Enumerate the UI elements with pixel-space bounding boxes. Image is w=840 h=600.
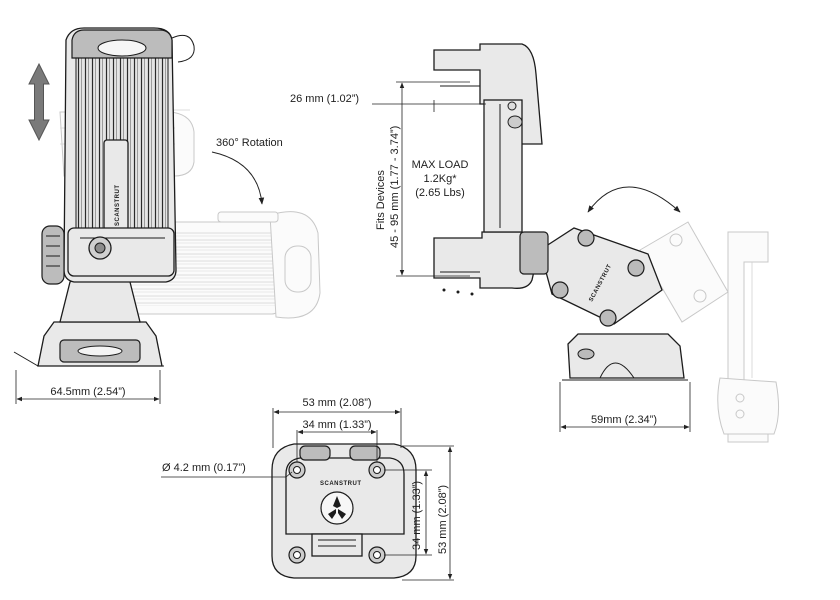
hole-diameter-label: Ø 4.2 mm (0.17”)	[162, 462, 246, 474]
width-dimension-left	[15, 370, 161, 404]
base-outer-width-dimension	[272, 408, 402, 448]
side-base	[562, 333, 688, 381]
base-brand-text: SCANSTRUT	[320, 481, 362, 487]
rotation-label: 360° Rotation	[216, 137, 283, 149]
max-load-line2: 1.2Kg*	[423, 173, 457, 185]
fits-devices-line2: 45 - 95 mm (1.77 - 3.74”)	[389, 126, 401, 248]
width-dimension-side	[559, 382, 691, 432]
ghost-tilted-holder	[639, 221, 780, 443]
hole-diameter-leader	[161, 471, 293, 478]
base-outer-height-label: 53 mm (2.08”)	[437, 485, 449, 554]
rotation-arrow-icon	[211, 151, 265, 205]
base-top-view: SCANSTRUT	[271, 443, 417, 579]
base-outer-height-dimension	[402, 445, 454, 581]
side-holder-clamp	[433, 43, 543, 296]
base-hole-width-dimension	[296, 429, 378, 462]
tilt-arc-arrow-icon	[587, 186, 681, 213]
max-load-line1: MAX LOAD	[412, 159, 469, 171]
base-hole-width-label: 34 mm (1.33”)	[302, 419, 371, 431]
base-outer-width-label: 53 mm (2.08”)	[302, 397, 371, 409]
width-label-side: 59mm (2.34”)	[591, 414, 657, 426]
up-down-arrow-icon	[28, 62, 50, 142]
fits-devices-dimension	[396, 81, 470, 277]
depth-dimension-26	[372, 100, 486, 112]
side-joint-block: SCANSTRUT	[519, 227, 663, 327]
holder-base-left	[13, 272, 164, 367]
holder-brand-text: SCANSTRUT	[115, 185, 121, 227]
depth-label-26: 26 mm (1.02”)	[290, 93, 359, 105]
holder-body-vertical: SCANSTRUT	[41, 27, 195, 285]
fits-devices-line1: Fits Devices	[375, 170, 387, 230]
side-holder-view: SCANSTRUT 26 mm (1.02”) Fits Devices 45 …	[290, 43, 780, 443]
base-hole-height-dimension	[384, 469, 432, 556]
base-hole-height-label: 34 mm (1.33”)	[411, 481, 423, 550]
vertical-holder-view: SCANSTRUT SCANSTRUT	[13, 27, 321, 404]
width-label-left: 64.5mm (2.54”)	[50, 386, 125, 398]
max-load-line3: (2.65 Lbs)	[415, 187, 465, 199]
